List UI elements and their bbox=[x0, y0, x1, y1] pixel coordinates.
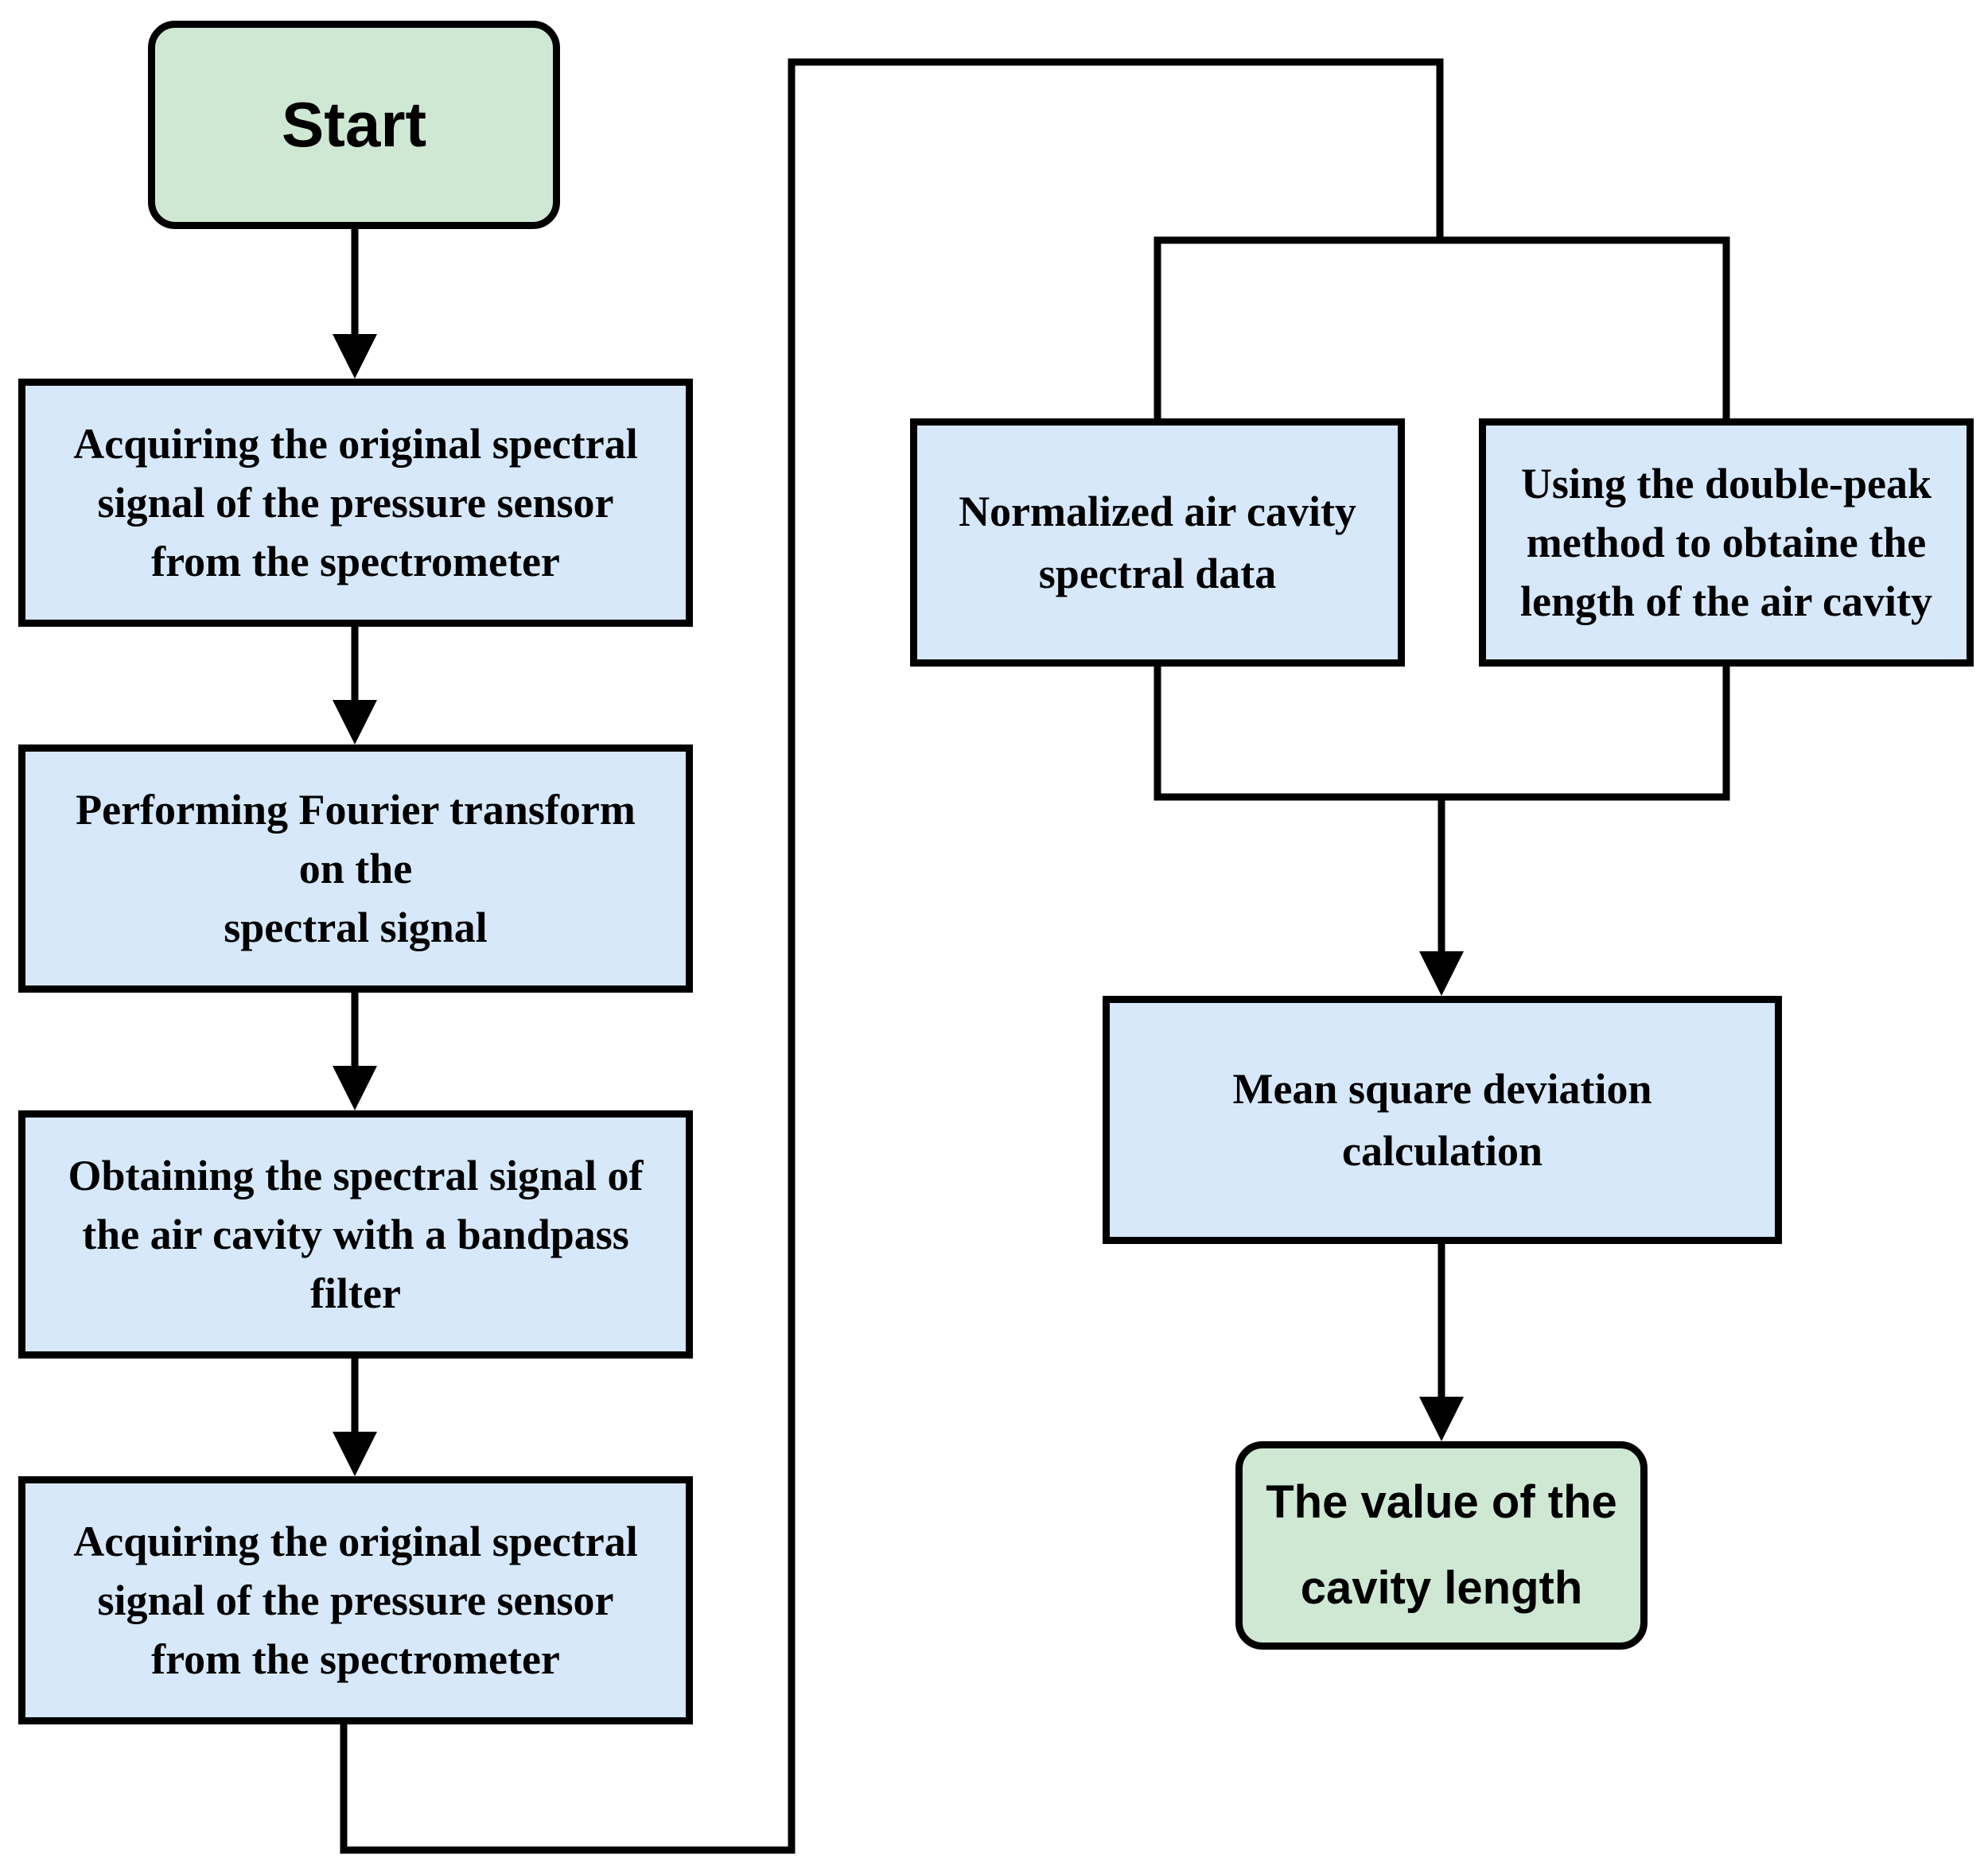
double-peak-method-node: Using the double-peak method to obtaine … bbox=[1479, 418, 1974, 667]
arrowhead-result bbox=[1419, 1397, 1464, 1441]
arrowhead-acquire2 bbox=[333, 1432, 377, 1476]
acquire-signal-node-2: Acquiring the original spectral signal o… bbox=[18, 1476, 693, 1724]
arrowhead-bandpass bbox=[333, 1066, 377, 1110]
acquire-signal-node: Acquiring the original spectral signal o… bbox=[18, 379, 693, 627]
bandpass-filter-node: Obtaining the spectral signal of the air… bbox=[18, 1110, 693, 1359]
normalized-data-node: Normalized air cavity spectral data bbox=[910, 418, 1405, 667]
connector-merge bbox=[1154, 667, 1730, 801]
cavity-length-result-node: The value of the cavity length bbox=[1235, 1441, 1648, 1650]
connector-split bbox=[1154, 236, 1730, 418]
start-node: Start bbox=[148, 21, 560, 229]
arrowhead-fourier bbox=[333, 700, 377, 744]
mean-square-deviation-node: Mean square deviation calculation bbox=[1103, 996, 1782, 1244]
arrowhead-acquire bbox=[333, 334, 377, 379]
connector-loop-to-right-column bbox=[340, 58, 1444, 1854]
arrowhead-msd bbox=[1419, 951, 1464, 996]
fourier-transform-node: Performing Fourier transform on the spec… bbox=[18, 744, 693, 993]
